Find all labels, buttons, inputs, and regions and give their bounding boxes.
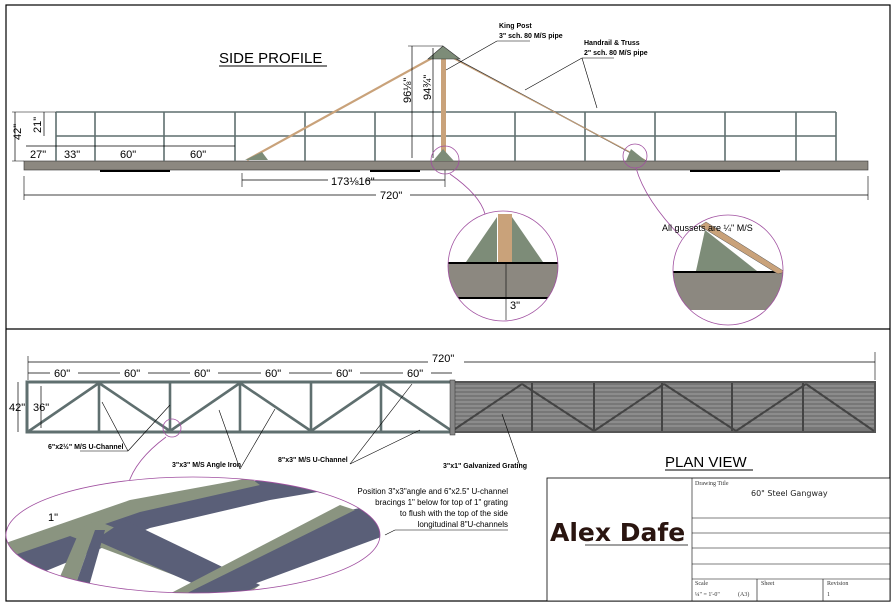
handrail-label-1: Handrail & Truss — [584, 40, 640, 47]
detail-offset: 1" — [48, 512, 58, 524]
plan-bay-1: 60" — [54, 368, 70, 380]
label-u-channel-small: 6"x2½" M/S U-Channel — [48, 443, 124, 451]
scale-value: ¼" = 1'-0" — [695, 592, 720, 598]
detail-gusset: All gussets are ¼" M/S — [662, 214, 784, 326]
plan-bay-6: 60" — [407, 368, 423, 380]
plan-bay-2: 60" — [124, 368, 140, 380]
label-grating: 3"x1" Galvanized Grating — [443, 463, 527, 470]
sheet-label: Sheet — [761, 581, 775, 587]
detail-gap: 3" — [510, 300, 520, 312]
paper-size: (A3) — [738, 591, 749, 598]
dim-27: 27" — [30, 149, 46, 161]
dim-king-post-1: 96⅛" — [402, 78, 414, 103]
side-profile-title: SIDE PROFILE — [219, 50, 322, 67]
dim-60a: 60" — [120, 149, 136, 161]
bracing-note-line-4: longitudinal 8"U-channels — [418, 520, 508, 529]
title-block: Alex Dafe Drawing Title 60" Steel Gangwa… — [546, 477, 891, 602]
dim-60b: 60" — [190, 149, 206, 161]
truss-left — [246, 51, 444, 161]
detail-bracing-3d: 1" — [5, 476, 381, 594]
king-post — [441, 50, 446, 161]
label-angle-iron: 3"x3" M/S Angle Iron — [172, 462, 241, 469]
plan-inner-width: 36" — [33, 402, 49, 414]
handrail-label-2: 2" sch. 80 M/S pipe — [584, 50, 648, 57]
bracing-note-line-2: bracings 1" below for top of 1" grating — [375, 498, 508, 507]
dim-33: 33" — [64, 149, 80, 161]
label-u-channel-large: 8"x3" M/S U-Channel — [278, 457, 348, 464]
author-name: Alex Dafe — [550, 518, 685, 547]
bracing-note-line-1: Position 3"x3"angle and 6"x2.5" U-channe… — [357, 487, 508, 496]
plan-view: 720" 60" 60" 60" 60" 60" 60" 42" 36" 6"x… — [5, 352, 876, 594]
dim-total-length: 720" — [380, 190, 402, 202]
side-profile-view: SIDE PROFILE — [12, 23, 869, 326]
king-post-label-1: King Post — [499, 23, 532, 30]
dim-king-post-2: 94¾" — [422, 75, 434, 100]
detail-post-base: 3" — [447, 210, 559, 322]
bracing-note-line-3: to flush with the top of the side — [400, 509, 509, 518]
plan-outer-width: 42" — [9, 402, 25, 414]
drawing-title: 60" Steel Gangway — [751, 489, 828, 498]
gusset-note: All gussets are ¼" M/S — [662, 223, 753, 233]
plan-bay-5: 60" — [336, 368, 352, 380]
plan-bay-3: 60" — [194, 368, 210, 380]
king-post-label-2: 3" sch. 80 M/S pipe — [499, 33, 563, 40]
dim-mid-rail: 21" — [32, 117, 44, 133]
deck-beam — [23, 160, 869, 171]
plan-view-title: PLAN VIEW — [665, 454, 748, 471]
plan-bay-4: 60" — [265, 368, 281, 380]
dim-span-to-post: 173⅛16" — [331, 176, 375, 188]
drawing-title-label: Drawing Title — [695, 481, 729, 487]
revision-value: 1 — [827, 592, 830, 598]
revision-label: Revision — [827, 581, 848, 587]
plan-total-length: 720" — [432, 353, 454, 365]
dim-rail-height: 42" — [12, 124, 24, 140]
top-gusset — [427, 45, 461, 60]
grating-area — [451, 381, 876, 433]
sheet-border — [5, 4, 891, 602]
scale-label: Scale — [695, 581, 708, 587]
